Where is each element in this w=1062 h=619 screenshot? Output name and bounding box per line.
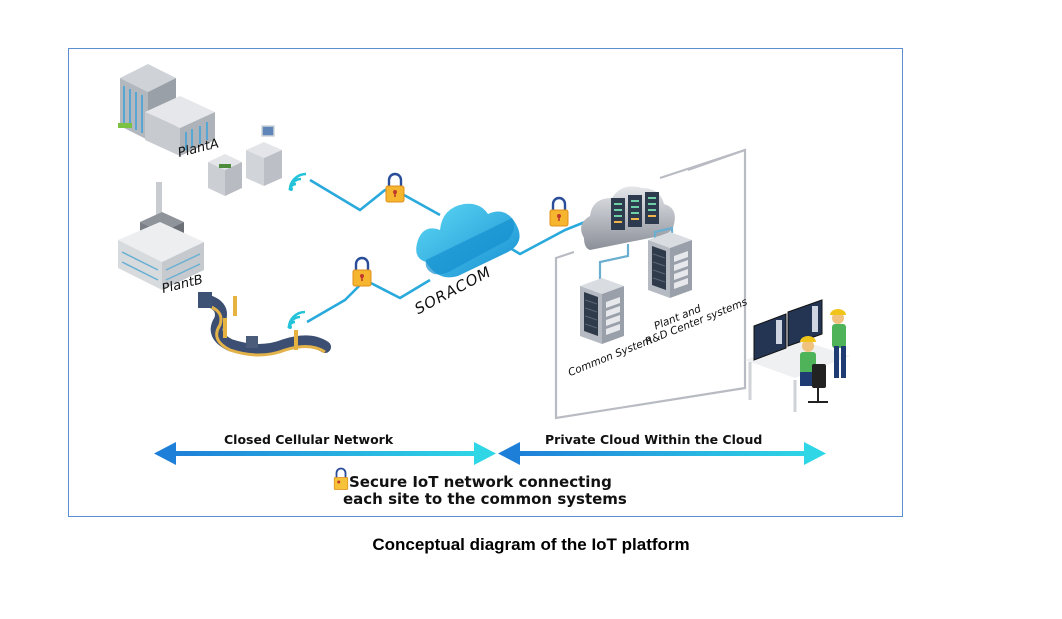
link-cloud-to-private bbox=[509, 220, 586, 256]
plant-rd-server-icon bbox=[647, 231, 693, 299]
private-cloud-label: Private Cloud Within the Cloud bbox=[545, 432, 763, 447]
closed-cellular-network-arrow bbox=[154, 442, 496, 465]
secure-lock-icon bbox=[333, 467, 349, 490]
secure-note-line1: Secure IoT network connecting bbox=[349, 473, 612, 491]
soracom-cloud bbox=[416, 203, 520, 278]
lock-icon bbox=[384, 172, 406, 204]
common-system-server-icon bbox=[579, 277, 625, 345]
plant-b-building bbox=[118, 182, 204, 290]
server-links bbox=[598, 226, 674, 282]
wifi-icon bbox=[286, 310, 307, 331]
operators-workstation bbox=[745, 299, 850, 412]
plant-a-machines bbox=[208, 125, 282, 196]
private-cloud-icon bbox=[581, 186, 675, 250]
link-plant-a bbox=[309, 178, 441, 217]
closed-cellular-network-label: Closed Cellular Network bbox=[224, 432, 394, 447]
private-cloud-arrow bbox=[498, 442, 826, 465]
secure-note-line2: each site to the common systems bbox=[343, 490, 627, 508]
lock-icon bbox=[351, 256, 373, 288]
figure-caption: Conceptual diagram of the IoT platform bbox=[372, 535, 690, 554]
private-cloud-panel bbox=[554, 148, 747, 420]
wifi-icon bbox=[287, 172, 308, 193]
plant-a-building bbox=[118, 64, 215, 156]
lock-icon bbox=[548, 196, 570, 228]
plant-b-conveyor bbox=[198, 292, 331, 357]
